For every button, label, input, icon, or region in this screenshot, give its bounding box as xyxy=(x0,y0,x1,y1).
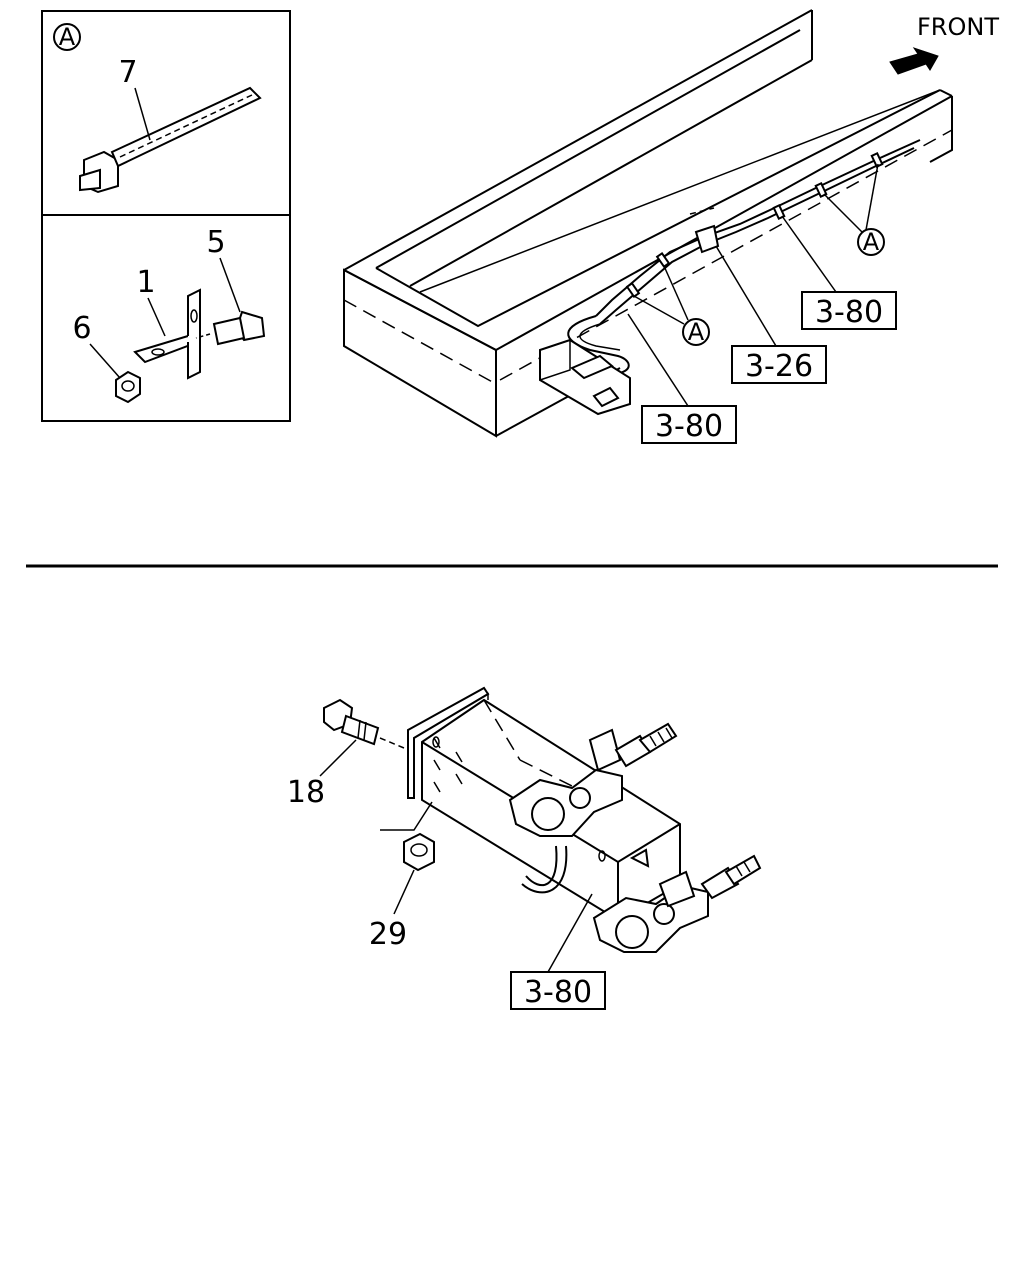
ref-box-upper-mid: 3-26 xyxy=(715,245,827,384)
svg-text:3-80: 3-80 xyxy=(815,295,883,330)
svg-text:3-80: 3-80 xyxy=(524,975,592,1010)
clip-marker-left-letter: A xyxy=(688,318,705,346)
bracket-icon xyxy=(133,288,201,380)
clip-markers: A A xyxy=(633,163,885,346)
clip-marker-left xyxy=(682,318,710,346)
detail-a-marker: A xyxy=(53,23,81,51)
nut-icon-upper xyxy=(115,370,141,404)
clip-marker-right xyxy=(857,228,885,256)
fitting-lower xyxy=(592,854,762,953)
wire-harness xyxy=(567,139,921,375)
fitting-upper xyxy=(508,722,678,837)
front-indicator: FRONT xyxy=(889,13,999,75)
callout-18: 18 xyxy=(287,775,325,810)
nut-icon-lower xyxy=(380,801,435,872)
inset-panel: A 7 1 5 6 xyxy=(41,10,291,422)
callout-7: 7 xyxy=(118,55,137,90)
callout-6: 6 xyxy=(72,311,91,346)
detail-a-letter: A xyxy=(59,23,76,51)
callout-29: 29 xyxy=(369,917,407,952)
front-label: FRONT xyxy=(917,13,999,41)
svg-text:3-26: 3-26 xyxy=(745,349,813,384)
clip-marker-right-letter: A xyxy=(863,228,880,256)
valve-block-upper xyxy=(539,338,631,416)
ref-box-upper-right: 3-80 xyxy=(781,215,897,330)
cable-tie-icon xyxy=(79,86,262,194)
front-arrow-icon xyxy=(889,47,939,75)
bolt-icon-lower xyxy=(323,698,405,749)
callout-5: 5 xyxy=(206,225,225,260)
svg-text:3-80: 3-80 xyxy=(655,409,723,444)
ref-box-upper-left: 3-80 xyxy=(627,313,737,444)
frame-rail xyxy=(343,9,953,438)
bolt-icon-upper xyxy=(195,310,266,346)
ref-box-lower: 3-80 xyxy=(510,893,606,1010)
callout-1: 1 xyxy=(136,265,155,300)
